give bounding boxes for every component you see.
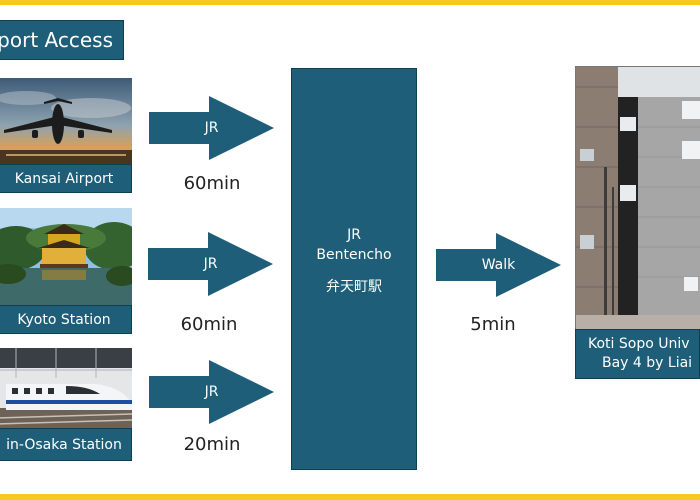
line-label-shin-osaka: JR <box>204 384 219 400</box>
bentencho-station-box: JR Bentencho 弁天町駅 <box>291 68 417 470</box>
walk-time: 5min <box>470 314 516 335</box>
airplane-photo <box>0 78 132 164</box>
station-name: Bentencho <box>316 247 392 263</box>
arrow-walk <box>436 233 561 297</box>
walk-label: Walk <box>481 257 516 273</box>
section-title-text: port Access <box>0 28 113 52</box>
origin-label-kansai: Kansai Airport <box>0 164 132 193</box>
origin-label-kyoto: Kyoto Station <box>0 305 132 334</box>
station-name-japanese: 弁天町駅 <box>326 279 382 295</box>
arrow-kyoto <box>148 232 273 296</box>
apartment-building-photo <box>575 66 700 331</box>
bottom-border <box>0 494 700 500</box>
arrow-kansai <box>149 96 274 160</box>
kinkakuji-photo <box>0 208 132 305</box>
line-label-kansai: JR <box>204 120 219 136</box>
top-border <box>0 0 700 5</box>
section-title: port Access <box>0 20 124 60</box>
origin-label-shin-osaka: in-Osaka Station <box>0 428 132 461</box>
hotel-name-box: Koti Sopo Univ Bay 4 by Liai <box>575 329 700 379</box>
line-label-kyoto: JR <box>203 256 218 272</box>
hotel-name-line1: Koti Sopo Univ <box>588 336 690 352</box>
travel-time-kyoto: 60min <box>180 314 238 335</box>
travel-time-kansai: 60min <box>183 173 241 194</box>
station-line: JR <box>347 227 361 243</box>
shinkansen-photo <box>0 348 132 428</box>
arrow-shin-osaka <box>149 360 274 424</box>
travel-time-shin-osaka: 20min <box>183 434 241 455</box>
hotel-name-line2: Bay 4 by Liai <box>602 355 693 371</box>
